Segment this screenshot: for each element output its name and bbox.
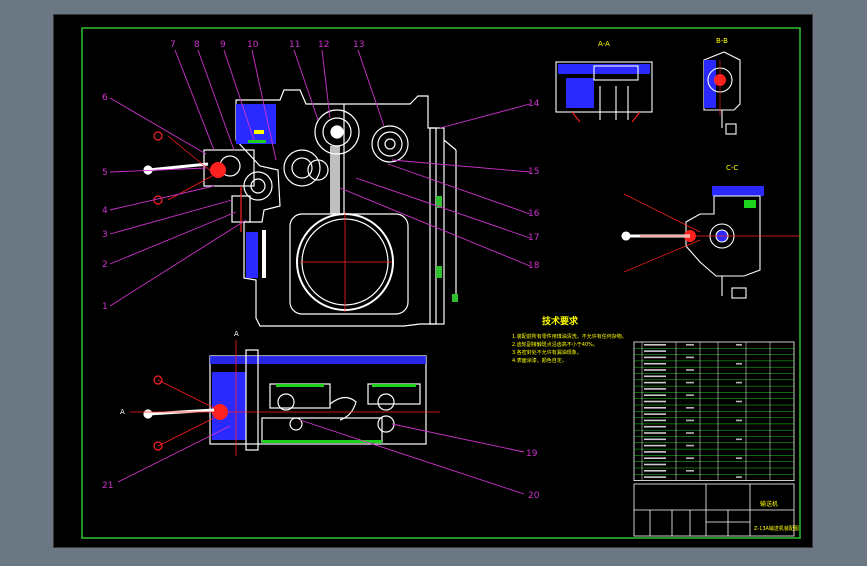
parts-list-entry-mark [644,476,666,478]
parts-list-entry-mark [644,419,666,422]
parts-list-entry-mark [686,444,694,447]
parts-list-entry-mark [736,438,742,441]
parts-list-entry-mark [736,344,742,346]
parts-list-entry-mark [644,362,666,365]
plan-view [130,340,440,456]
parts-list-entry-mark [686,470,694,472]
parts-list-entry-mark [644,407,666,409]
part-label-12: 12 [318,40,329,50]
section-mark-top: A [234,330,239,338]
view-b-b [703,51,741,135]
part-label-13: 13 [353,40,364,50]
parts-list-entry-mark [644,425,666,428]
view-c-c-label: C-C [726,164,738,172]
part-label-16: 16 [528,209,540,219]
technical-requirements: 技术要求 1.装配前所有零件用煤油清洗，不允许有任何杂物。 2.齿轮副接触斑点沿… [512,315,627,364]
parts-list-entry-mark [644,451,666,453]
part-label-14: 14 [528,99,540,109]
part-label-21: 21 [102,481,113,491]
parts-list-entry-mark [644,444,666,447]
parts-list-entry-mark [736,476,742,478]
part-label-17: 17 [528,233,539,243]
part-number-labels: 7 8 9 10 11 12 13 6 5 4 3 2 1 14 15 16 1… [102,40,540,501]
parts-list-entry-mark [736,362,742,365]
parts-list-entry-mark [686,432,694,434]
part-label-19: 19 [526,449,538,459]
parts-list-entry-mark [686,381,694,384]
notes-title: 技术要求 [542,315,579,327]
notes-line-3: 3.各密封处不允许有漏油现象。 [512,349,582,356]
view-a-a-label: A-A [598,40,610,48]
parts-list-entry-mark [736,400,742,403]
section-mark-left: A [120,408,125,416]
part-label-2: 2 [102,260,108,270]
parts-list-entry-mark [686,344,694,346]
parts-list-entry-mark [686,369,694,371]
parts-list-entry-mark [686,419,694,422]
parts-list-entry-mark [644,388,666,390]
parts-list-entry-mark [644,375,666,378]
parts-list-entry-mark [686,407,694,409]
part-label-4: 4 [102,206,108,216]
view-b-b-label: B-B [716,37,728,45]
parts-list-entry-mark [644,381,666,384]
parts-list-entry-mark [644,369,666,371]
view-c-c [621,186,800,299]
part-label-1: 1 [102,302,108,312]
part-label-11: 11 [289,40,300,50]
parts-list-table [633,341,795,482]
parts-list-entry-mark [644,350,666,352]
parts-list-entry-mark [644,394,666,396]
parts-list-entry-mark [644,413,666,415]
part-label-10: 10 [247,40,259,50]
notes-line-4: 4.表面涂漆，颜色自定。 [512,357,567,364]
parts-list-entry-mark [644,470,666,472]
parts-list-entry-mark [644,457,666,459]
parts-list-entry-mark [644,463,666,466]
part-label-3: 3 [102,230,108,240]
notes-line-1: 1.装配前所有零件用煤油清洗，不允许有任何杂物。 [512,333,627,340]
title-drawing-name: 输送机 [760,500,778,508]
parts-list-entry-mark [644,432,666,434]
title-block [633,483,795,537]
parts-list-entry-mark [644,356,666,359]
part-label-9: 9 [220,40,226,50]
drawing-frame [81,27,801,539]
parts-list-entry-mark [736,419,742,422]
parts-list-entry-mark [736,457,742,459]
part-label-5: 5 [102,168,108,178]
title-subtitle: Z-13A输送机装配图 [754,525,799,532]
part-label-18: 18 [528,261,540,271]
leader-lines-plan [117,419,525,495]
parts-list-entry-mark [686,457,694,459]
part-label-7: 7 [170,40,176,50]
parts-list-entry-mark [686,356,694,359]
leader-lines-main [109,49,531,307]
view-a-a [555,61,653,123]
parts-list-entry-mark [644,438,666,441]
part-label-8: 8 [194,40,200,50]
parts-list-entry-mark [644,400,666,403]
part-label-6: 6 [102,93,108,103]
notes-line-2: 2.齿轮副接触斑点沿齿高不小于40%。 [512,341,598,348]
parts-list-entry-mark [686,394,694,396]
part-label-20: 20 [528,491,540,501]
parts-list-entry-mark [644,344,666,346]
parts-list-entry-mark [736,381,742,384]
part-label-15: 15 [528,167,539,177]
